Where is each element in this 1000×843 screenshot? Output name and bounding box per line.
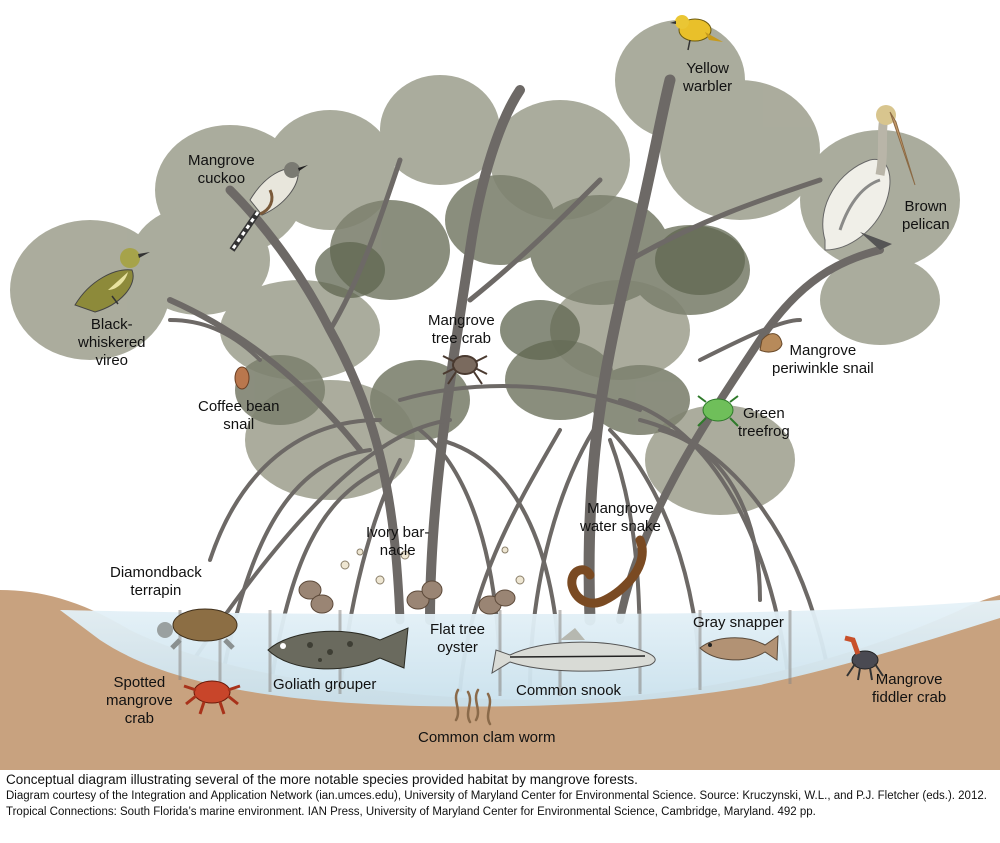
diamondback-terrapin-icon [157, 608, 238, 650]
mangrove-fiddler-crab-icon [844, 635, 884, 681]
mangrove-scene [0, 15, 1000, 770]
coffee-bean-snail-icon [234, 366, 250, 390]
flat-tree-oyster-icon [298, 580, 516, 615]
mangrove-water-snake-icon [567, 535, 647, 608]
brown-pelican-icon [822, 105, 916, 251]
spotted-mangrove-crab-icon [183, 680, 241, 715]
mangrove-periwinkle-snail-icon [759, 333, 783, 353]
black-whiskered-vireo-icon [74, 248, 150, 313]
label-ivory-barnacle: Ivory bar-nacle [366, 524, 430, 559]
mangrove-cuckoo-icon [229, 162, 308, 252]
yellow-warbler-icon [670, 15, 723, 51]
figure-caption: Conceptual diagram illustrating several … [6, 771, 996, 820]
caption-title: Conceptual diagram illustrating several … [6, 772, 638, 787]
label-common-clam-worm: Common clam worm [418, 729, 556, 746]
common-snook-icon [491, 628, 656, 675]
goliath-grouper-icon [267, 627, 409, 670]
green-treefrog-icon [697, 395, 739, 427]
common-clam-worm-icon [454, 688, 492, 726]
label-gray-snapper: Gray snapper [693, 614, 784, 631]
canopy [10, 20, 960, 515]
label-goliath-grouper: Goliath grouper [273, 676, 377, 693]
mud-bank [0, 590, 1000, 770]
label-common-snook: Common snook [516, 682, 622, 699]
ivory-barnacle-icon [340, 546, 525, 585]
caption-credit: Diagram courtesy of the Integration and … [6, 790, 987, 818]
mangrove-tree-crab-icon [442, 355, 488, 385]
gray-snapper-icon [699, 635, 779, 661]
